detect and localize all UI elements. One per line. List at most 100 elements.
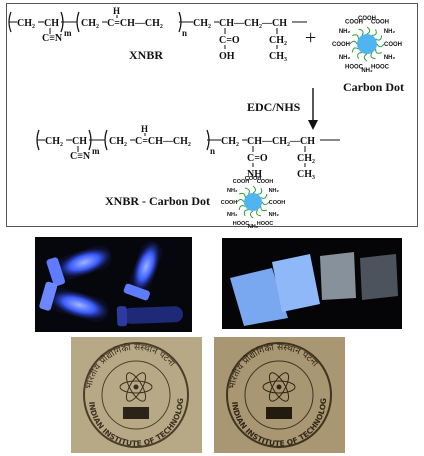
- svg-text:भारतीय प्रौद्योगिकी संस्थान पट: भारतीय प्रौद्योगिकी संस्थान पटना: [84, 341, 177, 390]
- ligand-chain: [244, 187, 250, 195]
- functional-group-label: COOH: [345, 19, 363, 25]
- functional-group-label: COOH: [384, 42, 402, 48]
- ligand-chain: [352, 34, 359, 40]
- ch2-unit-3: CH₂: [193, 18, 211, 29]
- atom-icon: [119, 380, 153, 394]
- ligand-chain: [249, 210, 254, 219]
- functional-group-label: NH₂: [269, 212, 280, 218]
- ligand-chain: [375, 35, 383, 41]
- ch-backbone: CH—CH₂—CH: [247, 136, 315, 147]
- carbon-dot-illustration: COOHCOOHNH₂COOHNH₂HOOCNH₂HOOCNH₂COOHNH₂C…: [332, 16, 402, 74]
- ligand-chain: [260, 193, 268, 199]
- functional-group-label: HOOC: [371, 65, 390, 71]
- ligand-chain: [376, 43, 385, 48]
- ethyl-ch3: CH₃: [297, 169, 315, 180]
- functional-group-label: HOOC: [345, 65, 364, 71]
- product-label: XNBR - Carbon Dot: [105, 194, 210, 208]
- ligand-chain: [363, 53, 368, 62]
- reaction-scheme: CH₂ CH C≡N m CH₂ H C=CH—CH₂ n CH₂ CH—CH₂…: [6, 3, 418, 228]
- plus-sign: +: [305, 27, 316, 49]
- functional-group-label: COOH: [358, 16, 376, 22]
- functional-group-label: NH₂: [384, 55, 396, 61]
- uv-tubes-photo: [35, 237, 192, 332]
- amide-co: C=O: [247, 153, 268, 164]
- seal-film-photo-2: भारतीय प्रौद्योगिकी संस्थान पटना INDIAN …: [214, 337, 345, 453]
- attached-carbon-dot-illustration: COOHCOOHNH₂COOHNH₂HOOCNH₂HOOCNH₂COOHNH₂C…: [221, 176, 286, 228]
- functional-group-label: NH₂: [227, 212, 238, 218]
- alkene-unit: C=CH—CH₂: [135, 136, 191, 147]
- ligand-chain: [238, 205, 246, 211]
- functional-group-label: COOH: [371, 19, 389, 25]
- uv-films-photo: [222, 238, 402, 329]
- ch-unit: CH: [72, 136, 87, 147]
- ch2-unit-3: CH₂: [221, 136, 239, 147]
- seal-text-top: भारतीय प्रौद्योगिकी संस्थान पटना: [84, 341, 177, 390]
- ligand-chain: [261, 201, 270, 206]
- ligand-chain: [357, 52, 363, 59]
- functional-group-label: NH₂: [227, 188, 238, 194]
- product-formula: CH₂ CH C≡N m CH₂ H C=CH—CH₂ n CH₂ CH—CH₂…: [36, 124, 340, 180]
- functional-group-label: COOH: [221, 200, 238, 206]
- carbon-dot-core: [244, 193, 262, 211]
- functional-group-label: NH₂: [361, 68, 373, 74]
- seal-film-photo-1: भारतीय प्रौद्योगिकी संस्थान पटना INDIAN …: [71, 337, 202, 453]
- carboxyl-co: C=O: [219, 35, 240, 46]
- arrow-head: [308, 120, 318, 130]
- nitrile-group: C≡N: [42, 33, 63, 44]
- functional-group-label: COOH: [269, 200, 286, 206]
- subscript-m: m: [92, 146, 100, 156]
- reagent-label: EDC/NHS: [247, 100, 301, 114]
- ligand-chain: [243, 209, 249, 217]
- alkene-unit: C=CH—CH₂: [107, 18, 163, 29]
- functional-group-label: COOH: [257, 179, 274, 185]
- functional-group-label: HOOC: [233, 221, 250, 227]
- ethyl-ch2: CH₂: [297, 153, 315, 164]
- seal-text-top: भारतीय प्रौद्योगिकी संस्थान पटना: [227, 341, 320, 390]
- ligand-chain: [375, 48, 382, 54]
- subscript-n: n: [182, 28, 187, 38]
- ethyl-ch3: CH₃: [269, 51, 287, 62]
- nitrile-group: C≡N: [70, 151, 91, 162]
- svg-text:भारतीय प्रौद्योगिकी संस्थान पट: भारतीय प्रौद्योगिकी संस्थान पटना: [227, 341, 320, 390]
- ligand-chain: [349, 40, 358, 45]
- functional-group-label: NH₂: [339, 55, 351, 61]
- atom-icon: [262, 380, 296, 394]
- subscript-n: n: [210, 146, 215, 156]
- scheme-drawing: CH₂ CH C≡N m CH₂ H C=CH—CH₂ n CH₂ CH—CH₂…: [8, 6, 402, 228]
- ligand-chain: [236, 198, 245, 203]
- ligand-chain: [358, 28, 364, 36]
- institute-seal: भारतीय प्रौद्योगिकी संस्थान पटना INDIAN …: [71, 337, 189, 448]
- ch-backbone: CH—CH₂—CH: [219, 18, 287, 29]
- functional-group-label: COOH: [245, 176, 262, 182]
- ch-unit: CH: [44, 18, 59, 29]
- subscript-m: m: [64, 28, 72, 38]
- ligand-chain: [370, 52, 376, 60]
- ch2-unit: CH₂: [45, 136, 63, 147]
- functional-group-label: NH₂: [339, 29, 351, 35]
- ligand-chain: [371, 29, 377, 36]
- functional-group-label: NH₂: [269, 188, 280, 194]
- ligand-chain: [252, 185, 257, 194]
- book-icon: [266, 407, 292, 419]
- ligand-chain: [257, 187, 263, 195]
- ligand-chain: [256, 209, 262, 217]
- ch2-unit: CH₂: [17, 18, 35, 29]
- functional-group-label: NH₂: [248, 224, 259, 228]
- xnbr-label: XNBR: [129, 48, 164, 62]
- functional-group-label: HOOC: [257, 221, 274, 227]
- carbon-dot-core: [357, 34, 377, 54]
- amide-nh: NH: [247, 169, 262, 180]
- ligand-chain: [366, 26, 371, 35]
- functional-group-label: COOH: [332, 42, 350, 48]
- functional-group-label: COOH: [233, 179, 250, 185]
- ch2-unit-2: CH₂: [81, 18, 99, 29]
- institute-seal: भारतीय प्रौद्योगिकी संस्थान पटना INDIAN …: [214, 337, 332, 448]
- h-atom: H: [113, 6, 120, 16]
- ligand-chain: [351, 47, 359, 53]
- ligand-chain: [238, 192, 246, 198]
- carboxyl-oh: OH: [219, 51, 235, 62]
- ch2-unit-2: CH₂: [109, 136, 127, 147]
- ligand-chain: [260, 206, 268, 212]
- carbon-dot-label: Carbon Dot: [343, 80, 405, 94]
- h-atom: H: [141, 124, 148, 134]
